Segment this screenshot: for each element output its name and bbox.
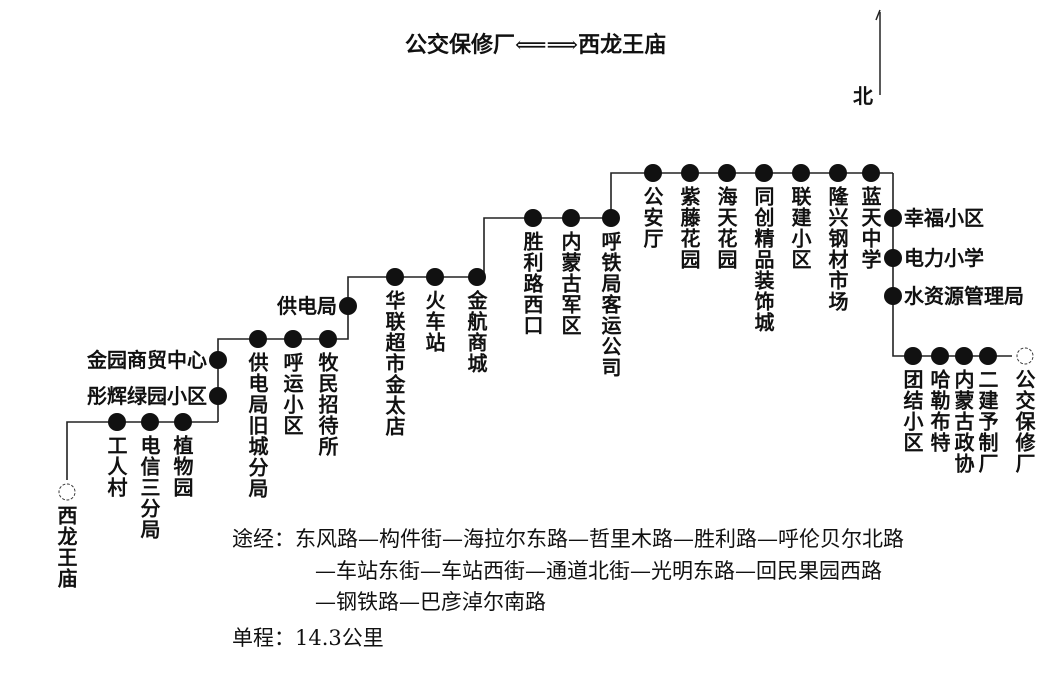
route-text: 东风路—构件街—海拉尔东路—哲里木路—胜利路—呼伦贝尔北路 [295,527,904,551]
stop-marker [602,209,620,227]
stop-marker [979,347,997,365]
header-to: 西龙王庙 [578,32,667,58]
stop-label: 隆兴钢材市场 [825,186,849,312]
stop-label: 火车站 [422,290,446,353]
north-label: 北 [853,84,873,108]
stop-marker [562,209,580,227]
stop-marker [141,413,159,431]
stop-marker [319,330,337,348]
stop-label: 内蒙古军区 [558,231,582,336]
stop-marker [108,413,126,431]
stop-label: 呼铁局客运公司 [598,231,622,378]
terminal-stop-marker [1016,347,1034,365]
stop-marker [884,209,902,227]
stop-label: 联建小区 [788,186,812,270]
stop-marker [524,209,542,227]
stop-label: 华联超市金太店 [382,290,406,437]
stop-label: 公交保修厂 [1012,369,1036,474]
stop-label: 二建予制厂 [975,369,999,474]
distance-value: 14.3公里 [295,626,384,650]
stop-marker [718,164,736,182]
stop-marker [904,347,922,365]
stop-marker [339,297,357,315]
route-label: 途经： [232,527,295,551]
stop-label: 同创精品装饰城 [751,186,775,333]
stop-marker [792,164,810,182]
stop-marker [644,164,662,182]
bidirectional-arrow-icon: ⟸⟹ [515,33,579,58]
route-line-3: —钢铁路—巴彦淖尔南路 [315,590,546,614]
stop-label: 海天花园 [714,186,738,270]
stop-marker [829,164,847,182]
route-line-1: 途经：东风路—构件街—海拉尔东路—哲里木路—胜利路—呼伦贝尔北路 [232,529,904,550]
stop-label: 工人村 [104,435,128,498]
stop-label: 供电局旧城分局 [245,352,269,499]
stop-label: 金航商城 [464,290,488,374]
header-title: 公交保修厂⟸⟹西龙王庙 [405,34,666,57]
stop-marker [468,268,486,286]
stop-label: 胜利路西口 [520,231,544,336]
stop-marker [862,164,880,182]
stop-label: 牧民招待所 [315,352,339,457]
stop-label: 内蒙古政协 [951,369,975,474]
stop-marker [755,164,773,182]
north-arrow-icon [875,9,881,95]
stop-label: 水资源管理局 [904,284,1024,308]
stop-label: 公安厅 [640,186,664,249]
stop-marker [174,413,192,431]
stop-marker [386,268,404,286]
stop-marker [681,164,699,182]
stop-marker [284,330,302,348]
stop-marker [931,347,949,365]
stop-label: 电信三分局 [137,435,161,540]
route-line-2: —车站东街—车站西街—通道北街—光明东路—回民果园西路 [315,559,882,583]
stop-marker [955,347,973,365]
stop-label: 幸福小区 [904,206,984,230]
header-from: 公交保修厂 [405,32,516,58]
stop-label: 金园商贸中心 [87,348,207,372]
distance: 单程：14.3公里 [232,628,384,649]
stop-label: 植物园 [170,435,194,498]
stop-label: 紫藤花园 [677,186,701,270]
stop-label: 哈勒布特 [927,369,951,453]
stop-label: 彤辉绿园小区 [87,384,207,408]
stop-marker [426,268,444,286]
stop-label: 电力小学 [904,246,984,270]
stop-marker [249,330,267,348]
distance-label: 单程： [232,626,295,650]
stop-marker [884,287,902,305]
terminal-stop-marker [58,483,76,501]
stop-label: 供电局 [277,294,337,318]
stop-marker [209,387,227,405]
stop-label: 蓝天中学 [858,186,882,270]
stop-marker [884,249,902,267]
stop-label: 团结小区 [900,369,924,453]
stop-label: 呼运小区 [280,352,304,436]
stop-label: 西龙王庙 [54,505,78,589]
stop-marker [209,351,227,369]
